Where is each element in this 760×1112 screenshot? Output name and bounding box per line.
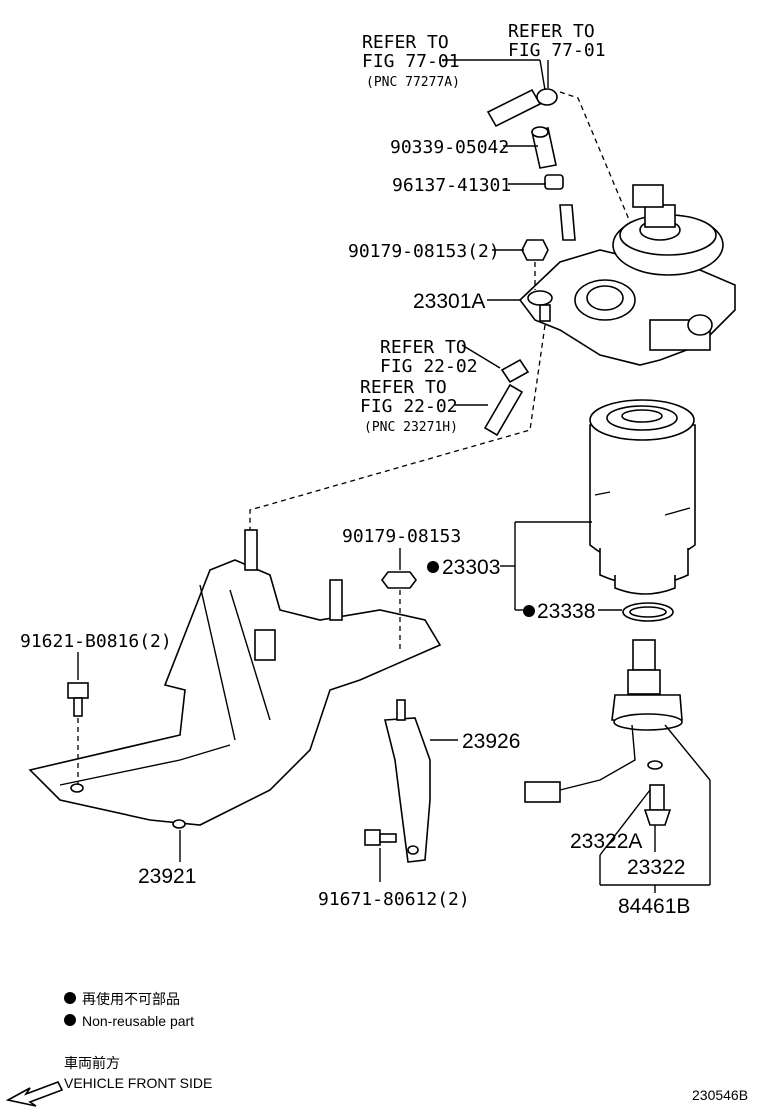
part-label-90179-08153: 90179-08153 [342, 526, 461, 547]
water-sensor-84461B [524, 639, 683, 826]
figure-id: 230546B [692, 1087, 748, 1103]
bracket-23921 [28, 529, 442, 829]
ref-label-1-pnc: (PNC 77277A) [366, 75, 460, 90]
ref-label-3-line2: FIG 22-02 [380, 356, 478, 377]
ref-label-2-line2: FIG 77-01 [508, 40, 606, 61]
legend-jp: 再使用不可部品 [82, 991, 180, 1007]
part-label-84461B: 84461B [618, 895, 690, 918]
non-reusable-marker-23303 [427, 561, 439, 573]
part-label-96137-41301: 96137-41301 [392, 175, 511, 196]
fuel-filter-23303 [589, 399, 696, 595]
legend-bullet-en [64, 1014, 76, 1026]
part-label-23322A: 23322A [570, 830, 642, 853]
ref-label-2-line1: REFER TO [508, 21, 595, 42]
non-reusable-marker-23338 [523, 605, 535, 617]
ref-label-1-line1: REFER TO [362, 32, 449, 53]
part-label-23921: 23921 [138, 865, 196, 888]
part-label-91621-B0816-2: 91621-B0816(2) [20, 631, 172, 652]
filter-head-23301A [518, 184, 736, 366]
part-label-90339-05042: 90339-05042 [390, 137, 509, 158]
leader-lines [77, 59, 711, 893]
legend-en: Non-reusable part [82, 1013, 194, 1029]
part-label-23338: 23338 [537, 600, 595, 623]
alignment-dashes [77, 91, 631, 785]
part-label-23322: 23322 [627, 856, 685, 879]
part-label-23303: 23303 [442, 556, 500, 579]
ref-label-3-line1: REFER TO [380, 337, 467, 358]
bracket-23926 [383, 699, 431, 863]
legend-bullet-jp [64, 992, 76, 1004]
front-arrow-icon [5, 1080, 64, 1107]
hose-and-clip-parts [483, 88, 564, 437]
part-label-23301A: 23301A [413, 290, 485, 313]
ref-label-4-line2: FIG 22-02 [360, 396, 458, 417]
direction-en: VEHICLE FRONT SIDE [64, 1075, 212, 1091]
direction-jp: 車両前方 [64, 1055, 120, 1071]
ref-label-4-pnc: (PNC 23271H) [364, 420, 458, 435]
part-label-91671-80612-2: 91671-80612(2) [318, 889, 470, 910]
part-label-90179-08153-2: 90179-08153(2) [348, 241, 500, 262]
bolt-91621-B0816 [67, 682, 89, 699]
nut-90179-08153 [381, 571, 417, 589]
ref-label-4-line1: REFER TO [360, 377, 447, 398]
ref-label-1-line2: FIG 77-01 [362, 51, 460, 72]
part-label-23926: 23926 [462, 730, 520, 753]
bolt-91671-80612 [364, 829, 381, 846]
